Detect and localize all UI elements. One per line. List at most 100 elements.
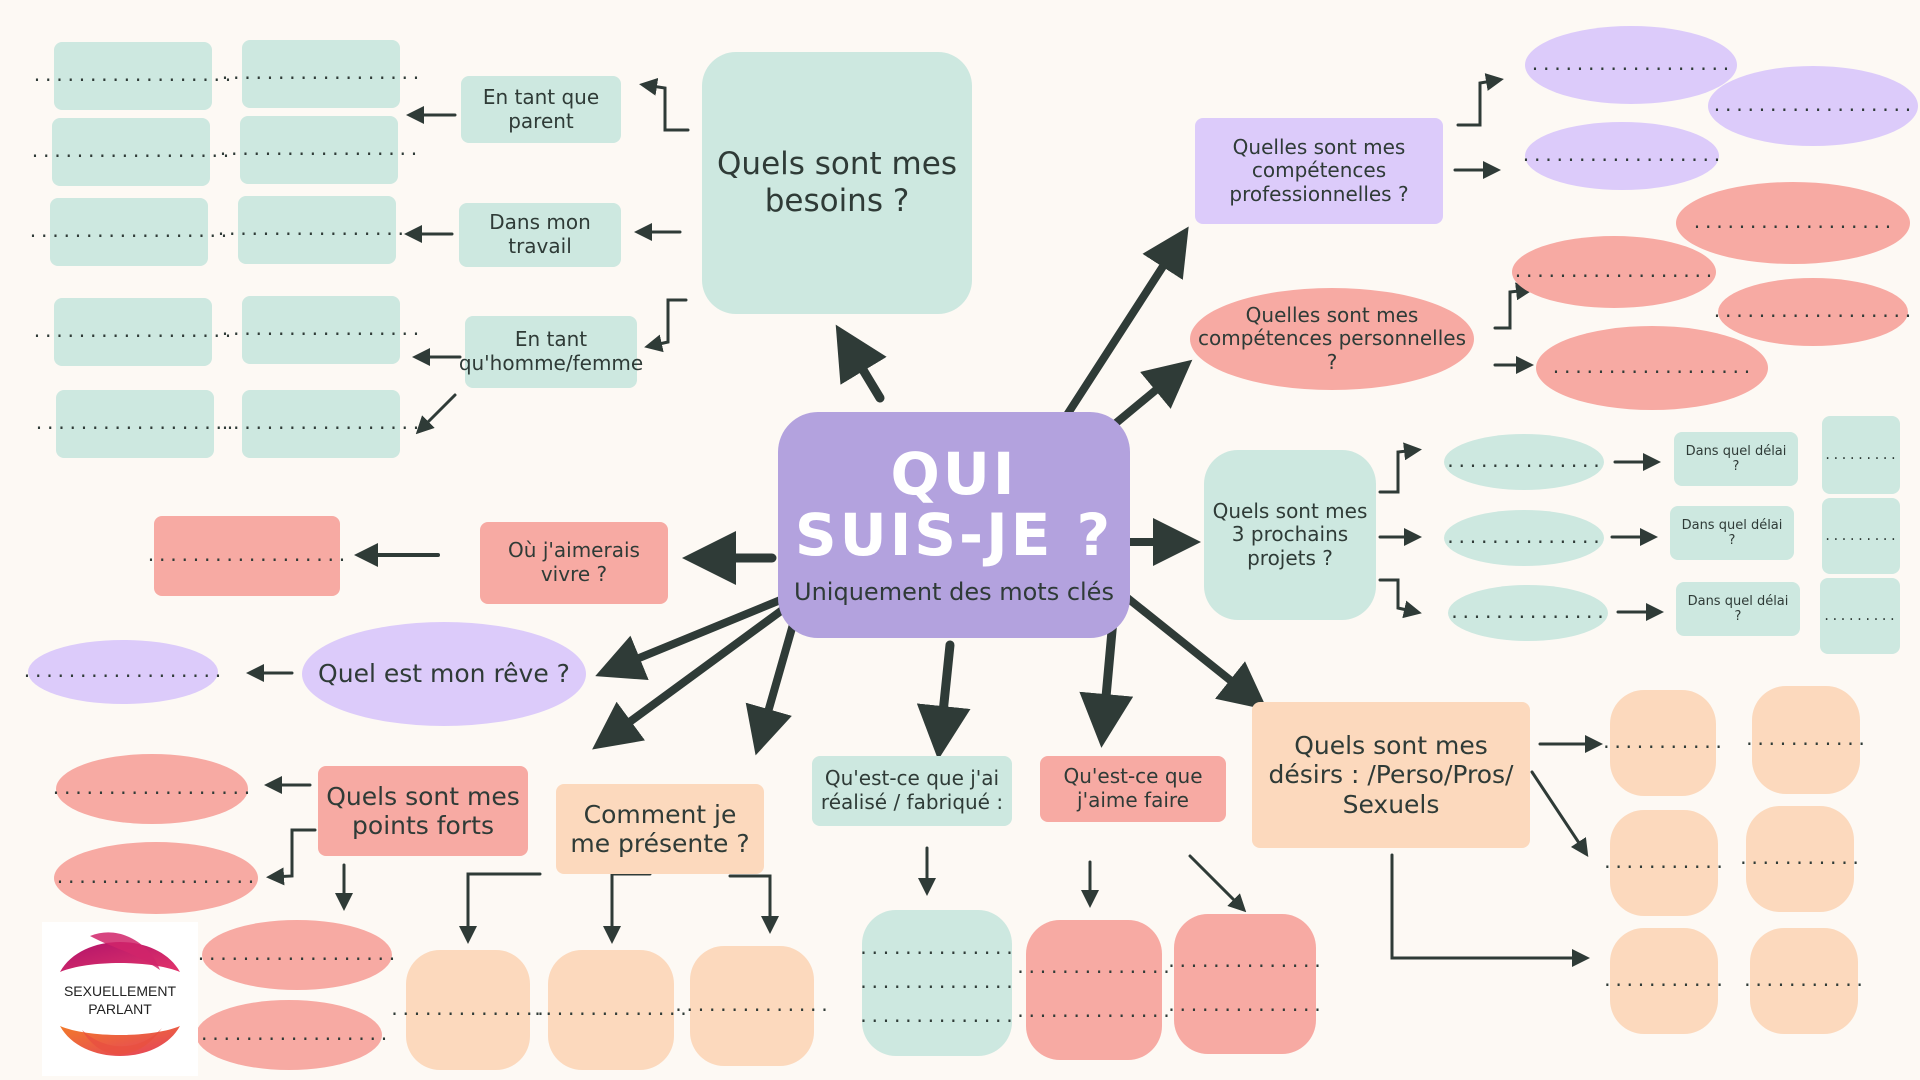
pro-question: Quelles sont mes compétences professionn… [1229, 134, 1409, 206]
arrow-perso-up [1493, 282, 1534, 330]
arrow-homme-diag [415, 393, 457, 435]
arrow-forts-down-left [266, 828, 317, 886]
arrow-presente-mid [603, 872, 652, 944]
arrow-pro-up [1456, 73, 1504, 127]
delai-1: Dans quel délai ? [1674, 432, 1798, 486]
pro-node: Quelles sont mes compétences professionn… [1195, 118, 1443, 224]
delai-3: Dans quel délai ? [1676, 582, 1800, 636]
realise-node: Qu'est-ce que j'ai réalisé / fabriqué : [812, 756, 1012, 826]
slot-delai-1[interactable]: ......... [1822, 416, 1900, 494]
besoins-homme-label: En tant qu'homme/femme [458, 327, 644, 375]
vivre-question: Où j'aimerais vivre ? [508, 538, 640, 586]
arrow-projets-down [1378, 578, 1422, 619]
slot-besoins-homme-4[interactable]: .................. [220, 390, 421, 458]
presente-question: Comment je me présente ? [570, 799, 750, 859]
arrow-aime-diag [1188, 854, 1247, 913]
besoins-travail-node: Dans mon travail [459, 203, 621, 267]
slot-perso-2[interactable]: .................. [1512, 236, 1716, 308]
perso-question: Quelles sont mes compétences personnelle… [1198, 302, 1466, 374]
slot-forts-4[interactable]: .................. [188, 1000, 389, 1070]
slot-vivre[interactable]: .................. [146, 516, 347, 596]
slot-presente-2[interactable]: .............. [532, 950, 689, 1070]
arrow-besoins-parent [639, 77, 690, 132]
slot-desirs-1[interactable]: ........... [1601, 690, 1724, 796]
slot-pro-2[interactable]: .................. [1708, 66, 1918, 146]
slot-besoins-travail-1[interactable]: .................. [28, 198, 229, 266]
aime-node: Qu'est-ce que j'aime faire [1040, 756, 1226, 822]
center-node: QUI SUIS-JE ? Uniquement des mots clés [778, 412, 1130, 638]
besoins-homme-node: En tant qu'homme/femme [459, 316, 643, 388]
slot-desirs-4[interactable]: ........... [1738, 806, 1861, 912]
slot-pro-1[interactable]: .................. [1525, 26, 1737, 104]
arrow-to-pro [1061, 226, 1189, 422]
logo-text: SEXUELLEMENT PARLANT [63, 983, 177, 1018]
arrow-projets-up [1378, 442, 1422, 494]
slot-besoins-parent-2[interactable]: .................. [220, 40, 421, 108]
logo-mark-icon [60, 932, 180, 1056]
slot-perso-1[interactable]: .................. [1676, 182, 1910, 264]
besoins-travail-label: Dans mon travail [489, 210, 591, 258]
slot-besoins-parent-1[interactable]: .................. [32, 42, 233, 110]
besoins-parent-label: En tant que parent [482, 84, 600, 133]
vivre-node: Où j'aimerais vivre ? [480, 522, 668, 604]
slot-presente-1[interactable]: .............. [389, 950, 546, 1070]
slot-forts-1[interactable]: .................. [51, 754, 252, 824]
arrow-to-besoins [835, 324, 887, 403]
slot-projet-3[interactable]: .............. [1448, 585, 1608, 641]
realise-question: Qu'est-ce que j'ai réalisé / fabriqué : [820, 766, 1004, 814]
arrow-to-perso [1106, 359, 1193, 432]
perso-node: Quelles sont mes compétences personnelle… [1190, 288, 1474, 390]
slot-perso-4[interactable]: .................. [1536, 326, 1768, 410]
forts-node: Quels sont mes points forts [318, 766, 528, 856]
arrow-presente-left [459, 872, 542, 944]
forts-question: Quels sont mes points forts [326, 781, 520, 841]
reve-question: Quel est mon rêve ? [318, 659, 570, 689]
presente-node: Comment je me présente ? [556, 784, 764, 874]
arrow-to-reve [595, 588, 804, 681]
slot-desirs-5[interactable]: ........... [1602, 928, 1725, 1034]
slot-besoins-travail-2[interactable]: .................. [216, 196, 417, 264]
arrow-to-desirs [1116, 588, 1268, 710]
desirs-node: Quels sont mes désirs : /Perso/Pros/ Sex… [1252, 702, 1530, 848]
center-title-line2: SUIS-JE ? [794, 500, 1114, 569]
slot-besoins-homme-2[interactable]: .................. [220, 296, 421, 364]
slot-besoins-parent-3[interactable]: .................. [30, 118, 231, 186]
delai-2: Dans quel délai ? [1670, 506, 1794, 560]
slot-aime-2[interactable]: .............. .............. [1166, 914, 1323, 1054]
slot-delai-3[interactable]: ......... [1820, 578, 1900, 654]
besoins-question: Quels sont mes besoins ? [717, 146, 957, 219]
slot-besoins-parent-4[interactable]: .................. [218, 116, 419, 184]
besoins-parent-node: En tant que parent [461, 76, 621, 143]
logo: SEXUELLEMENT PARLANT [42, 922, 198, 1076]
slot-desirs-6[interactable]: ........... [1742, 928, 1865, 1034]
slot-desirs-2[interactable]: ........... [1744, 686, 1867, 794]
slot-realise[interactable]: .............. .............. ..........… [858, 910, 1015, 1056]
center-title-line1: QUI [890, 439, 1018, 508]
slot-reve[interactable]: .................. [22, 640, 223, 704]
slot-forts-3[interactable]: .................. [196, 920, 397, 990]
slot-delai-2[interactable]: ......... [1822, 498, 1900, 574]
slot-projet-1[interactable]: .............. [1444, 434, 1604, 490]
besoins-node: Quels sont mes besoins ? [702, 52, 972, 314]
projets-node: Quels sont mes 3 prochains projets ? [1204, 450, 1376, 620]
slot-besoins-homme-1[interactable]: .................. [32, 298, 233, 366]
arrow-besoins-homme [644, 298, 688, 353]
arrow-to-forts [592, 593, 804, 750]
arrow-to-realise [916, 640, 971, 760]
slot-projet-2[interactable]: .............. [1444, 510, 1604, 566]
slot-pro-3[interactable]: .................. [1521, 122, 1722, 190]
center-subtitle: Uniquement des mots clés [794, 577, 1114, 606]
slot-presente-3[interactable]: .............. [673, 946, 830, 1066]
projets-question: Quels sont mes 3 prochains projets ? [1212, 498, 1368, 570]
slot-besoins-homme-3[interactable]: .................. [34, 390, 235, 458]
slot-aime-1[interactable]: .............. .............. [1015, 920, 1172, 1060]
slot-forts-2[interactable]: .................. [54, 842, 258, 914]
slot-perso-3[interactable]: .................. [1712, 278, 1913, 346]
slot-desirs-3[interactable]: ........... [1602, 810, 1725, 916]
desirs-question: Quels sont mes désirs : /Perso/Pros/ Sex… [1268, 730, 1514, 819]
arrow-desirs-diag [1530, 770, 1589, 858]
arrow-desirs-down [1390, 853, 1590, 967]
aime-question: Qu'est-ce que j'aime faire [1063, 764, 1203, 812]
reve-node: Quel est mon rêve ? [302, 622, 586, 726]
